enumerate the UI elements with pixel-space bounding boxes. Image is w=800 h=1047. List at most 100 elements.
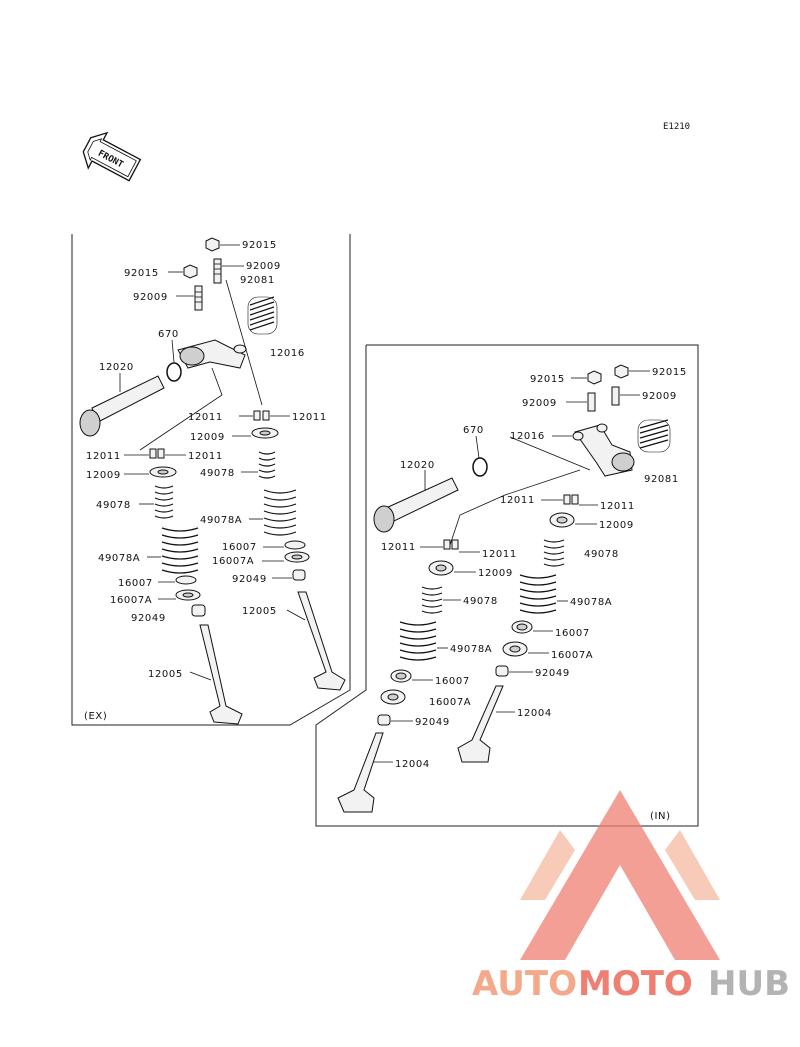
in-guide-line-2 — [449, 469, 581, 546]
ex-guide-line-2 — [225, 279, 263, 406]
svg-text:49078: 49078 — [96, 500, 131, 511]
automotohub-watermark: AUTO MOTO HUB — [472, 790, 790, 1004]
in-section-label: (IN) — [650, 811, 671, 822]
svg-text:16007: 16007 — [118, 578, 153, 589]
ex-screw-92009-a: 92009 — [213, 258, 281, 284]
svg-text:16007A: 16007A — [212, 556, 254, 567]
in-seat-16007-a: 16007 — [390, 669, 470, 687]
in-seal-92049-a: 92049 — [377, 714, 449, 728]
watermark-text-hub: HUB — [708, 964, 790, 1004]
in-nut-92015-a: 92015 — [530, 370, 602, 385]
in-frame — [315, 344, 699, 827]
ex-seat-16007A-b: 16007A — [212, 551, 310, 567]
svg-text:16007A: 16007A — [110, 595, 152, 606]
svg-text:92009: 92009 — [246, 261, 281, 272]
svg-text:49078A: 49078A — [450, 644, 492, 655]
svg-text:92015: 92015 — [242, 240, 277, 251]
svg-text:12009: 12009 — [190, 432, 225, 443]
svg-text:12005: 12005 — [242, 606, 277, 617]
ex-outer-spring-49078A-a: 49078A — [98, 527, 199, 574]
in-retainer-12009-a: 12009 — [549, 512, 634, 531]
svg-text:92015: 92015 — [652, 367, 687, 378]
svg-text:12009: 12009 — [478, 568, 513, 579]
ex-seal-92049-a: 92049 — [131, 604, 206, 624]
svg-text:16007: 16007 — [222, 542, 257, 553]
in-valve-12004-b: 12004 — [457, 685, 552, 763]
svg-text:12011: 12011 — [482, 549, 517, 560]
svg-text:12011: 12011 — [188, 451, 223, 462]
in-seat-16007A-b: 16007A — [502, 641, 593, 661]
in-seat-16007-b: 16007 — [511, 620, 590, 639]
ex-retainer-12009-b: 12009 — [86, 466, 177, 481]
svg-text:12011: 12011 — [188, 412, 223, 423]
ex-frame — [71, 234, 351, 726]
svg-text:92009: 92009 — [133, 292, 168, 303]
watermark-triangle-logo — [520, 790, 720, 960]
svg-text:92009: 92009 — [642, 391, 677, 402]
in-inner-spring-49078-a: 49078 — [543, 539, 619, 567]
in-oring-670: 670 — [463, 425, 488, 477]
svg-text:16007: 16007 — [435, 676, 470, 687]
in-seat-16007A-a: 16007A — [380, 689, 471, 708]
svg-text:12011: 12011 — [500, 495, 535, 506]
diagram-code: E1210 — [663, 122, 690, 132]
svg-text:92009: 92009 — [522, 398, 557, 409]
svg-text:12009: 12009 — [599, 520, 634, 531]
svg-text:16007: 16007 — [555, 628, 590, 639]
svg-text:12011: 12011 — [292, 412, 327, 423]
svg-text:12020: 12020 — [99, 362, 134, 373]
in-rocker-arm-12016: 12016 — [510, 423, 635, 477]
svg-text:92015: 92015 — [530, 374, 565, 385]
ex-outer-spring-49078A-b: 49078A — [200, 489, 297, 536]
svg-text:12009: 12009 — [86, 470, 121, 481]
svg-text:49078A: 49078A — [200, 515, 242, 526]
svg-text:16007A: 16007A — [551, 650, 593, 661]
svg-text:12020: 12020 — [400, 460, 435, 471]
ex-rocker-shaft-12020: 12020 — [79, 362, 165, 437]
in-keepers-12011-c: 12011 12011 — [381, 539, 517, 560]
ex-valve-12005-b: 12005 — [242, 591, 346, 691]
in-screw-92009-b: 92009 — [611, 386, 677, 406]
svg-text:670: 670 — [463, 425, 484, 436]
svg-text:49078: 49078 — [200, 468, 235, 479]
in-retainer-12009-b: 12009 — [428, 560, 513, 579]
ex-section-label: (EX) — [84, 711, 107, 722]
svg-text:92049: 92049 — [232, 574, 267, 585]
ex-screw-92009-b: 92009 — [133, 285, 203, 311]
ex-keepers-12011-a: 12011 12011 — [188, 410, 327, 423]
svg-text:92015: 92015 — [124, 268, 159, 279]
svg-text:92081: 92081 — [240, 275, 275, 286]
svg-text:16007A: 16007A — [429, 697, 471, 708]
svg-text:49078: 49078 — [463, 596, 498, 607]
svg-text:49078: 49078 — [584, 549, 619, 560]
ex-spring-92081: 92081 — [240, 275, 278, 335]
ex-rocker-arm-12016: 12016 — [177, 339, 304, 369]
svg-text:12004: 12004 — [395, 759, 430, 770]
ex-nut-92015-b: 92015 — [124, 264, 198, 279]
in-screw-92009-a: 92009 — [522, 392, 596, 412]
svg-text:12004: 12004 — [517, 708, 552, 719]
in-inner-spring-49078-b: 49078 — [421, 586, 498, 614]
svg-text:12011: 12011 — [600, 501, 635, 512]
in-guide-line-1 — [509, 436, 591, 471]
svg-text:92049: 92049 — [131, 613, 166, 624]
front-arrow-icon: FRONT — [82, 131, 142, 182]
svg-text:12011: 12011 — [381, 542, 416, 553]
svg-text:92049: 92049 — [535, 668, 570, 679]
ex-valve-12005-a: 12005 — [148, 624, 243, 725]
ex-inner-spring-49078-a: 49078 — [200, 451, 276, 479]
ex-retainer-12009-a: 12009 — [190, 427, 279, 443]
in-spring-92081: 92081 — [637, 419, 678, 485]
watermark-text-moto: MOTO — [578, 964, 693, 1004]
svg-text:12005: 12005 — [148, 669, 183, 680]
svg-text:12011: 12011 — [86, 451, 121, 462]
in-section: (IN) 92015 92015 92009 92009 92081 — [315, 344, 699, 827]
in-valve-12004-a: 12004 — [337, 732, 430, 813]
ex-oring-670: 670 — [158, 329, 182, 382]
in-nut-92015-b: 92015 — [614, 364, 687, 379]
svg-text:49078A: 49078A — [98, 553, 140, 564]
svg-text:12016: 12016 — [510, 431, 545, 442]
ex-guide-line-1 — [139, 367, 223, 451]
ex-inner-spring-49078-b: 49078 — [96, 485, 174, 519]
